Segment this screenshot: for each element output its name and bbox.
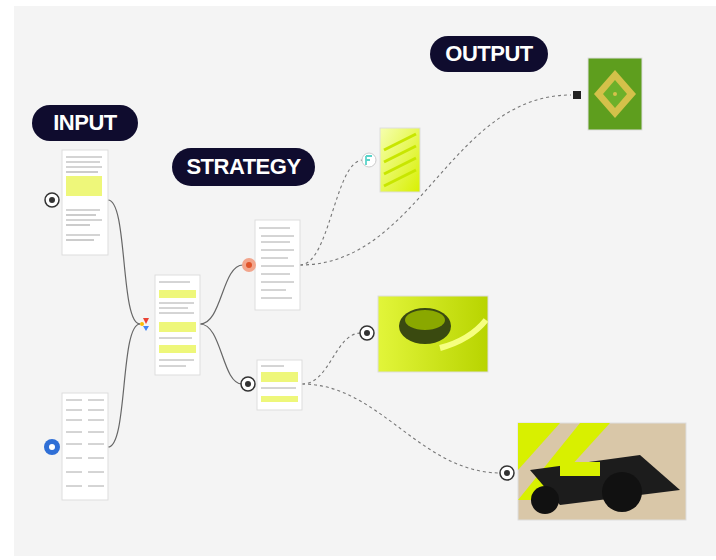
output-lines: [300, 95, 571, 473]
input-document: [45, 150, 108, 255]
strategy-document: [241, 360, 302, 410]
canvas-ground: [14, 6, 716, 556]
section-label: OUTPUT: [445, 43, 532, 65]
input-spreadsheet: [44, 393, 108, 500]
output-race-car: [500, 423, 686, 520]
section-pill: INPUT: [32, 105, 138, 141]
section-pill: STRATEGY: [172, 148, 315, 186]
flow-lines: [108, 200, 243, 447]
output-baseball-field: [573, 58, 642, 130]
section-label: STRATEGY: [186, 156, 300, 178]
section-label: INPUT: [53, 112, 117, 134]
output-graphic: [362, 128, 420, 192]
merged-document: [140, 275, 200, 375]
output-3d-graphic: [360, 296, 488, 372]
section-pill: OUTPUT: [430, 36, 548, 72]
strategy-document: [242, 220, 300, 310]
